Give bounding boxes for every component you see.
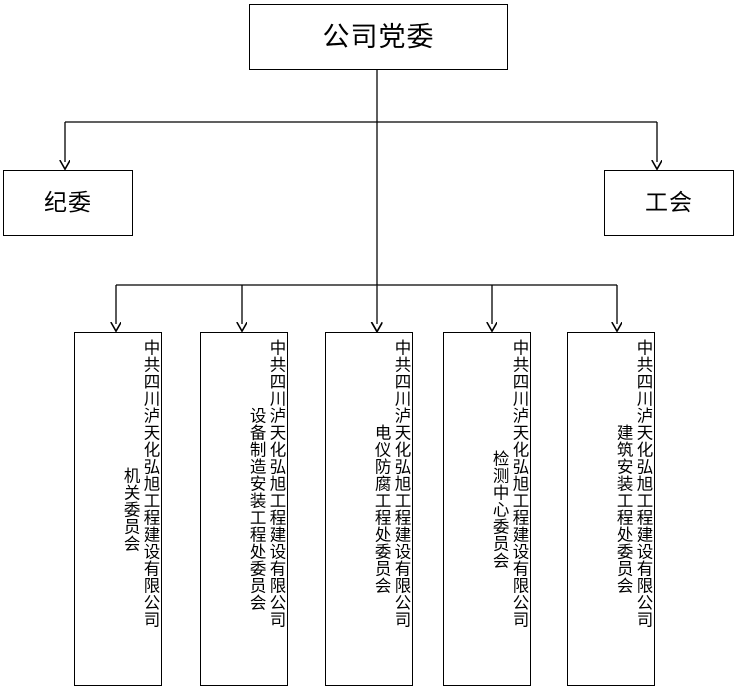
- node-department-label: 建筑安装工程处委员会: [614, 424, 634, 594]
- node-department-label: 机关委员会: [121, 466, 141, 552]
- node-label: 公司党委: [322, 21, 435, 53]
- node-label: 纪委: [44, 189, 92, 216]
- node-department-label: 电仪防腐工程处委员会: [372, 424, 392, 594]
- node-branch-electrical[interactable]: 电仪防腐工程处委员会 中共四川泸天化弘旭工程建设有限公司: [325, 332, 413, 686]
- node-company-label: 中共四川泸天化弘旭工程建设有限公司: [392, 339, 411, 628]
- node-company-party-committee[interactable]: 公司党委: [249, 4, 508, 70]
- node-department-label: 设备制造安装工程处委员会: [247, 407, 267, 611]
- node-label: 工会: [645, 189, 693, 216]
- node-branch-agency[interactable]: 机关委员会 中共四川泸天化弘旭工程建设有限公司: [74, 332, 162, 686]
- node-department-label: 检测中心委员会: [490, 449, 510, 569]
- node-discipline-commission[interactable]: 纪委: [3, 170, 133, 236]
- node-branch-testing[interactable]: 检测中心委员会 中共四川泸天化弘旭工程建设有限公司: [443, 332, 531, 686]
- node-company-label: 中共四川泸天化弘旭工程建设有限公司: [267, 339, 286, 628]
- node-company-label: 中共四川泸天化弘旭工程建设有限公司: [510, 339, 529, 628]
- node-branch-construction[interactable]: 建筑安装工程处委员会 中共四川泸天化弘旭工程建设有限公司: [567, 332, 655, 686]
- node-branch-equipment[interactable]: 设备制造安装工程处委员会 中共四川泸天化弘旭工程建设有限公司: [200, 332, 288, 686]
- node-labor-union[interactable]: 工会: [604, 170, 734, 236]
- node-company-label: 中共四川泸天化弘旭工程建设有限公司: [141, 339, 160, 628]
- node-company-label: 中共四川泸天化弘旭工程建设有限公司: [634, 339, 653, 628]
